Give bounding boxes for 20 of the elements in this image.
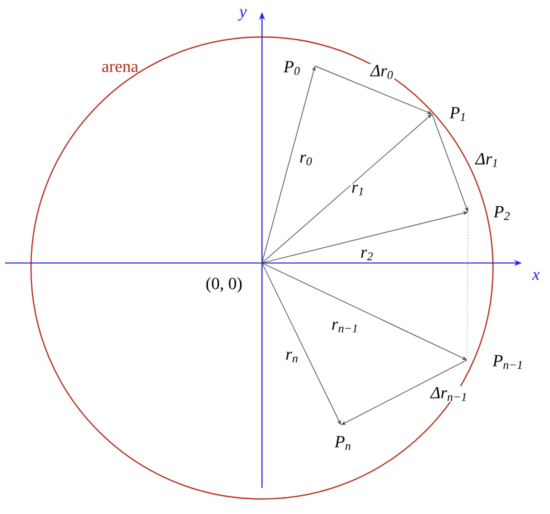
origin-label: (0, 0) [206,277,242,293]
point-label: P$_{0}$ [284,61,300,75]
edge-label: Δr$_{n−1}$ [430,386,468,402]
edge-label: Δr$_{1}$ [474,152,500,168]
arrow [262,114,432,263]
edge-label: r$_{n−1}$ [330,320,360,334]
edge-label: r$_{1}$ [350,184,366,196]
edge-label: Δr$_{0}$ [369,64,395,80]
point-label: P$_{n−1}$ [492,355,522,369]
edge-label: r$_{2}$ [359,248,375,262]
dotted-line [466,212,468,360]
area-label: arena [102,64,138,72]
point-label: P$_{n}$ [334,436,350,450]
axis-label: x [532,272,540,280]
axis-label: y [238,9,247,21]
edge-label: r$_{0}$ [298,154,314,166]
arrow [341,360,468,425]
edge-label: r$_{n}$ [284,350,300,364]
point-label: P$_{1}$ [449,107,465,121]
point-label: P$_{2}$ [493,206,510,220]
